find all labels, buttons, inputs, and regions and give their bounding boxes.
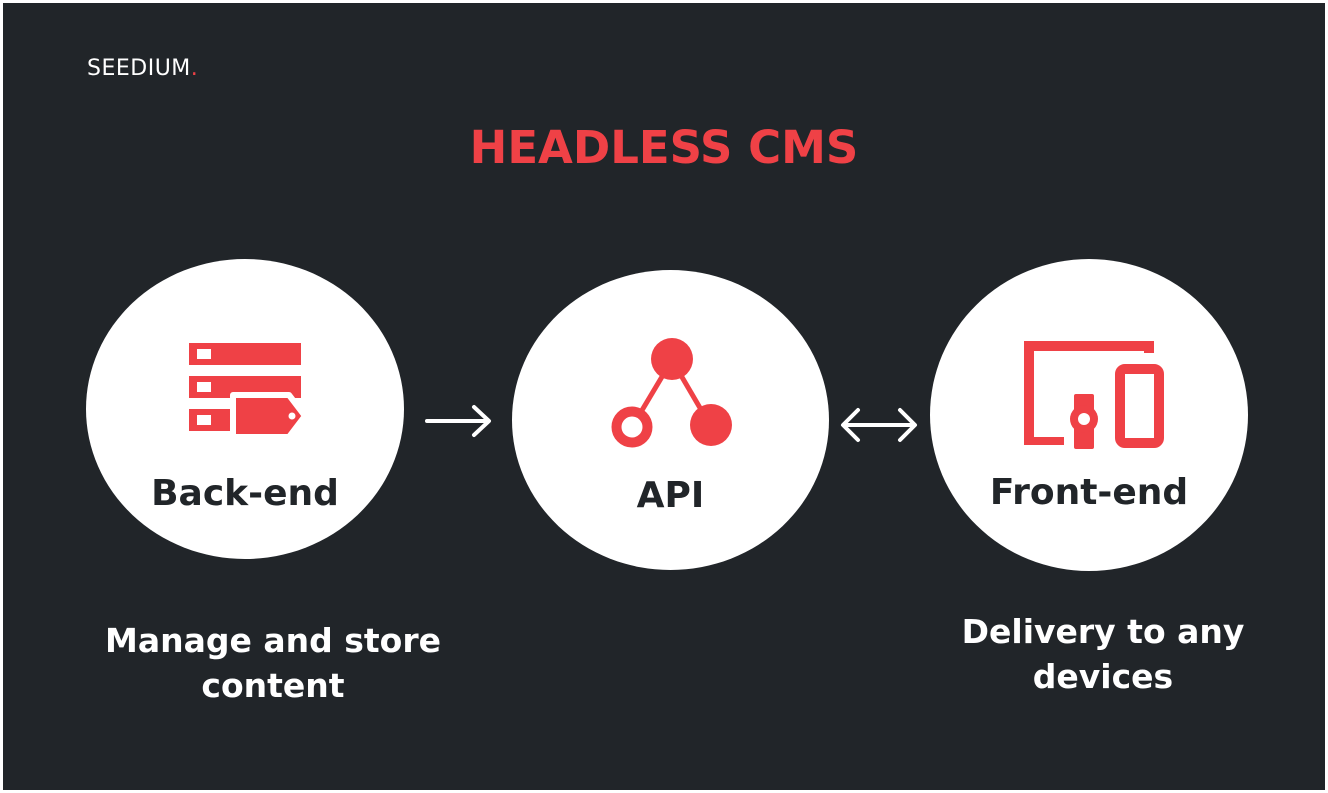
slide-canvas: SEEDIUM. HEADLESS CMS Back-end API	[3, 3, 1325, 790]
caption-line: Delivery to any	[961, 612, 1245, 651]
devices-icon	[1024, 341, 1164, 449]
node-frontend: Front-end	[930, 259, 1248, 571]
two-way-arrow-icon	[841, 408, 917, 442]
node-label-frontend: Front-end	[989, 472, 1189, 513]
node-backend: Back-end	[86, 259, 404, 559]
brand-logo: SEEDIUM.	[87, 55, 198, 83]
brand-dot: .	[190, 56, 199, 81]
caption-line: content	[201, 666, 345, 705]
node-label-api: API	[636, 475, 705, 516]
server-tag-icon	[189, 343, 307, 440]
node-api: API	[512, 270, 829, 570]
caption-line: devices	[1032, 657, 1174, 696]
caption-line: Manage and store	[105, 621, 441, 660]
api-nodes-icon	[611, 338, 732, 448]
brand-name: SEEDIUM	[87, 56, 191, 81]
caption-frontend: Delivery to any devices	[893, 609, 1313, 699]
node-label-backend: Back-end	[151, 473, 339, 514]
one-way-arrow-icon	[425, 405, 491, 437]
caption-backend: Manage and store content	[73, 618, 473, 708]
diagram-title: HEADLESS CMS	[469, 121, 859, 174]
